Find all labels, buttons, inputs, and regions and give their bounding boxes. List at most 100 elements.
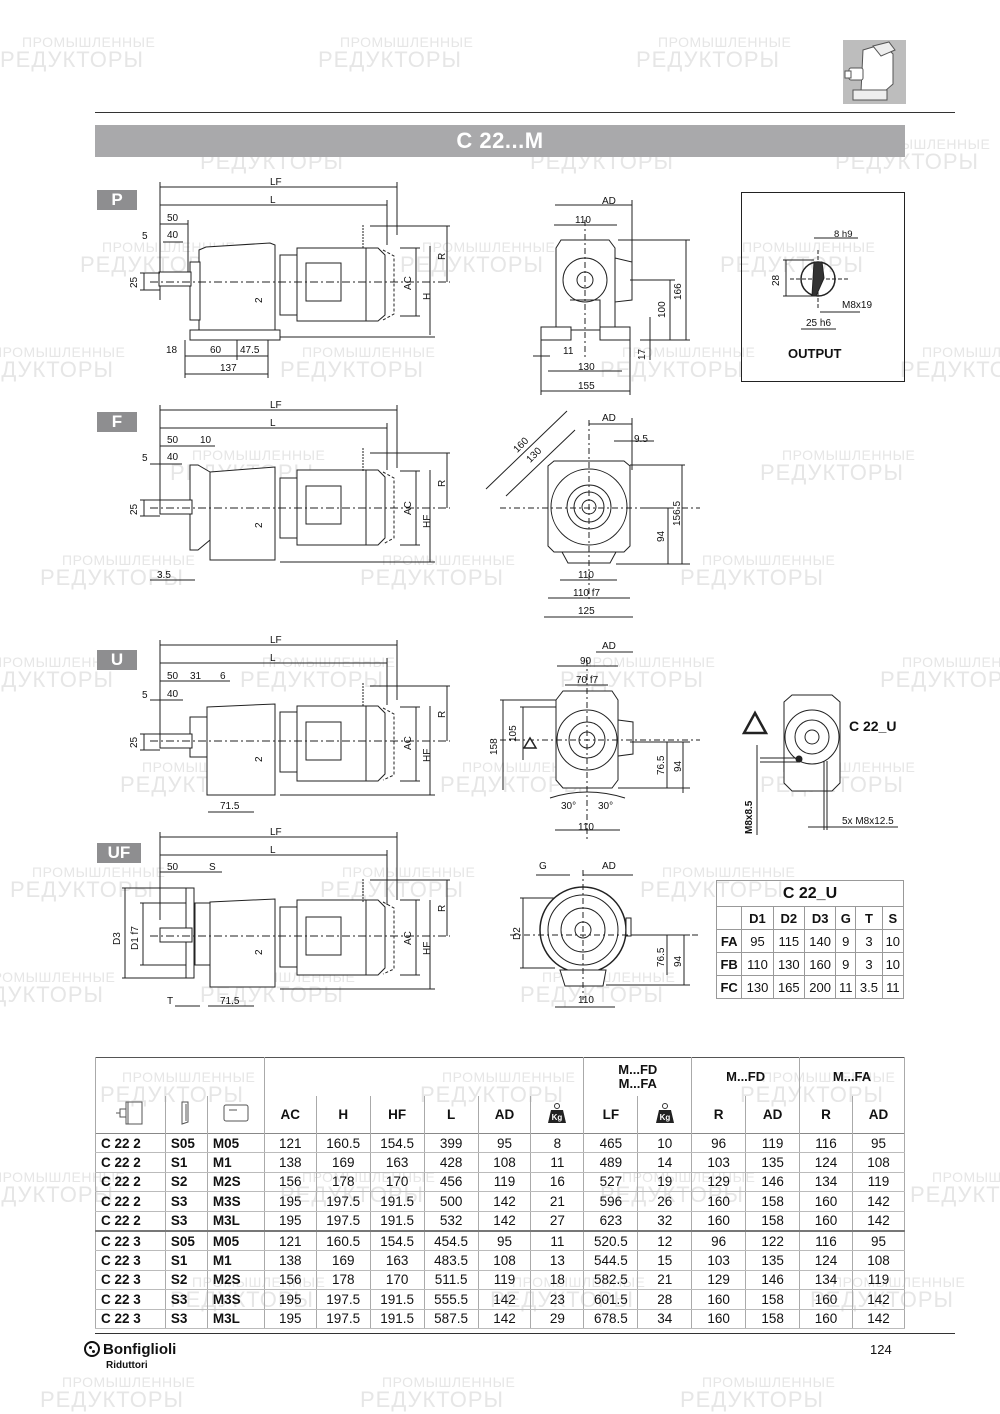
brand-name: Bonfiglioli xyxy=(103,1341,177,1358)
motor-cell: M3L xyxy=(206,1309,265,1329)
bonfiglioli-logo-icon xyxy=(84,1341,100,1357)
value-cell: 163 xyxy=(369,1250,425,1271)
header-spacer xyxy=(95,1057,265,1096)
value-cell: 18 xyxy=(530,1270,585,1291)
dim-uf-front-g: G xyxy=(539,861,547,872)
value-cell: 23 xyxy=(530,1289,585,1310)
dim-uf-50: 50 xyxy=(167,862,179,873)
col-header: S xyxy=(881,906,905,930)
value-cell: 34 xyxy=(637,1309,693,1329)
group-header-mfd: M...FD xyxy=(691,1057,801,1096)
output-shaft-detail xyxy=(741,192,905,382)
value-cell: 532 xyxy=(423,1211,479,1232)
motor-cell: M2S xyxy=(206,1172,265,1193)
adapter-cell: S3 xyxy=(164,1309,208,1329)
header-divider xyxy=(95,112,955,113)
dim-f-front-125: 125 xyxy=(578,606,595,617)
value-cell: 454.5 xyxy=(423,1229,479,1252)
dim-f-40: 40 xyxy=(167,452,179,463)
value-cell: 154.5 xyxy=(369,1133,425,1154)
weight-kg-icon: Kg xyxy=(637,1095,693,1134)
dim-p-front-100: 100 xyxy=(657,301,668,318)
value-cell: 26 xyxy=(637,1191,693,1212)
value-cell: 465 xyxy=(583,1133,639,1154)
value-cell: 169 xyxy=(315,1152,371,1173)
value-cell: 119 xyxy=(477,1270,532,1291)
footer-divider xyxy=(95,1333,955,1334)
value-cell: 95 xyxy=(477,1133,532,1154)
c22u-flange-table: C 22_U D1 D2 D3 G T S FA 95 115 140 9 3 … xyxy=(715,880,905,999)
dim-uf-lf: LF xyxy=(270,827,282,838)
dim-u-5: 5 xyxy=(142,690,148,701)
dim-u-front-158: 158 xyxy=(489,738,500,755)
dim-p-l: L xyxy=(270,195,276,206)
motor-cell: M05 xyxy=(206,1229,265,1252)
dim-f-25: 25 xyxy=(129,503,140,515)
dim-f-front-110f7: 110 f7 xyxy=(573,588,601,599)
output-height-dim: 28 xyxy=(771,274,782,286)
dim-u-6: 6 xyxy=(220,671,226,682)
value-cell: 27 xyxy=(530,1211,585,1232)
output-thread-dim: M8x19 xyxy=(842,300,873,311)
value-cell: 10 xyxy=(637,1133,693,1154)
dim-u-50: 50 xyxy=(167,671,179,682)
col-header xyxy=(715,906,743,930)
value-cell: 95 xyxy=(851,1133,906,1154)
dim-f-front-94: 94 xyxy=(656,530,667,542)
motor-cell: M3L xyxy=(206,1211,265,1232)
value-cell: 520.5 xyxy=(583,1229,639,1252)
dim-p-front-ad: AD xyxy=(602,196,616,207)
dim-u-front-70f7: 70 f7 xyxy=(576,675,599,686)
value-cell: 121 xyxy=(263,1229,317,1252)
dim-u-71-5: 71.5 xyxy=(220,801,240,812)
dim-uf-s: S xyxy=(209,862,216,873)
model-cell: C 22 3 xyxy=(95,1289,166,1310)
dim-p-5: 5 xyxy=(142,231,148,242)
weight-kg-icon: Kg xyxy=(530,1095,585,1134)
adapter-cell: S2 xyxy=(164,1270,208,1291)
motor-cell: M3S xyxy=(206,1191,265,1212)
dim-f-front-ad: AD xyxy=(602,413,616,424)
value-cell: 124 xyxy=(799,1250,853,1271)
value-cell: 14 xyxy=(637,1152,693,1173)
page-number: 124 xyxy=(870,1342,892,1357)
dim-p-25: 25 xyxy=(129,276,140,288)
value-cell: 511.5 xyxy=(423,1270,479,1291)
dim-p-47-5: 47.5 xyxy=(240,345,260,356)
dim-uf-front-d2: D2 xyxy=(512,927,523,940)
dim-f-lf: LF xyxy=(270,400,282,411)
value-cell: 587.5 xyxy=(423,1309,479,1329)
cell: 10 xyxy=(881,929,905,953)
dim-p-ac: AC xyxy=(403,276,414,290)
dim-p-front-110: 110 xyxy=(575,215,591,226)
value-cell: 160 xyxy=(691,1289,747,1310)
cell: 200 xyxy=(803,975,837,999)
dimensions-table: M...FD M...FA M...FD M...FA AC H HF L AD… xyxy=(95,1057,906,1329)
value-cell: 489 xyxy=(583,1152,639,1173)
value-cell: 160 xyxy=(799,1309,853,1329)
dim-u-front-90: 90 xyxy=(580,656,592,667)
value-cell: 191.5 xyxy=(369,1309,425,1329)
dim-u-25: 25 xyxy=(129,736,140,748)
dim-u-l: L xyxy=(270,653,276,664)
value-cell: 116 xyxy=(799,1229,853,1252)
dim-uf-front-94: 94 xyxy=(673,955,684,967)
value-cell: 146 xyxy=(745,1270,801,1291)
dim-p-front-166: 166 xyxy=(673,283,684,300)
value-cell: 500 xyxy=(423,1191,479,1212)
dim-f-5: 5 xyxy=(142,453,148,464)
dim-u-r: R xyxy=(437,710,448,718)
value-cell: 134 xyxy=(799,1270,853,1291)
value-cell: 108 xyxy=(477,1152,532,1173)
dim-u-hf: HF xyxy=(422,748,433,762)
value-cell: 138 xyxy=(263,1250,317,1271)
model-cell: C 22 3 xyxy=(95,1229,166,1252)
dim-u-lf: LF xyxy=(270,635,282,646)
value-cell: 29 xyxy=(530,1309,585,1329)
brand-sub: Riduttori xyxy=(106,1360,148,1371)
cell: 115 xyxy=(772,929,805,953)
